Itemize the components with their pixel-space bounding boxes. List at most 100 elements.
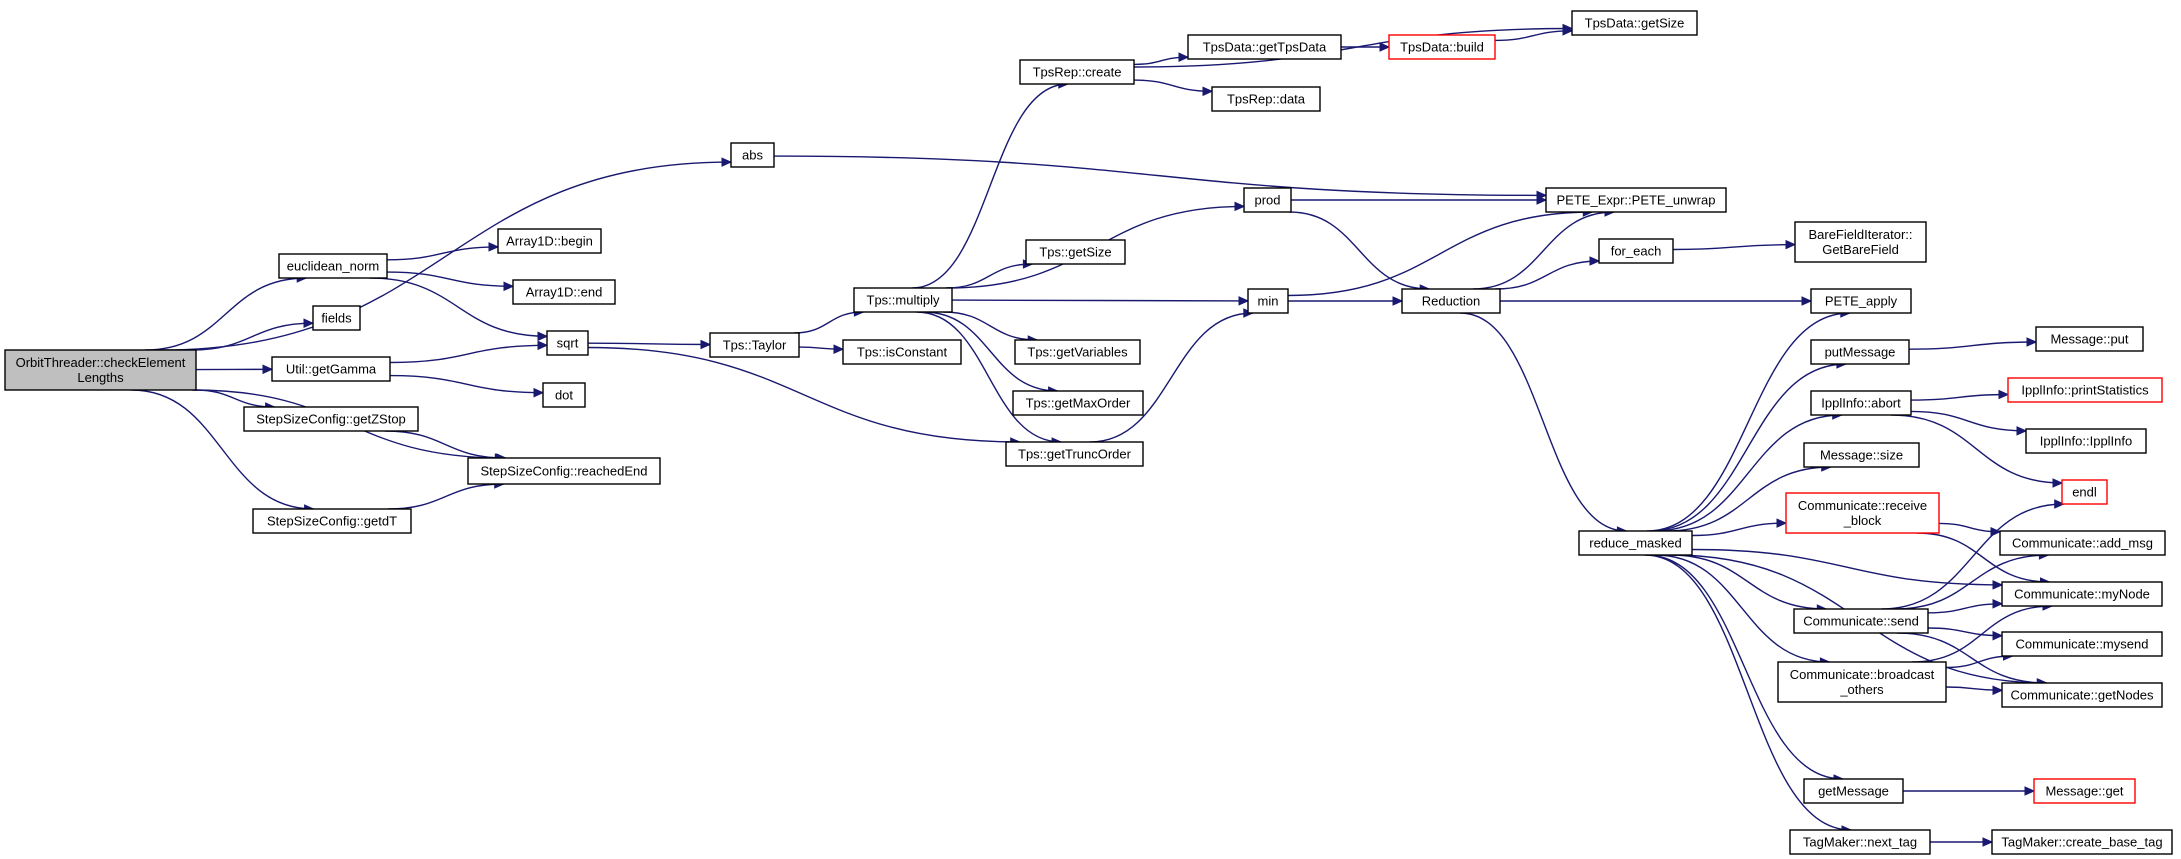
node-label-tpsGetSize: Tps::getSize — [1039, 245, 1111, 260]
node-getTpsData[interactable]: TpsData::getTpsData — [1187, 34, 1342, 60]
node-msgGet[interactable]: Message::get — [2033, 778, 2136, 804]
node-prod[interactable]: prod — [1243, 187, 1292, 213]
arrowhead-reduction-to-peteApply — [1801, 296, 1813, 306]
node-a1begin[interactable]: Array1D::begin — [497, 228, 602, 254]
node-fields[interactable]: fields — [312, 305, 361, 331]
arrowhead-ipplAbort-to-printStats — [1998, 389, 2010, 400]
node-box-repCreate — [1019, 59, 1135, 85]
node-label-forEach: for_each — [1611, 244, 1662, 259]
node-putMessage[interactable]: putMessage — [1810, 339, 1910, 365]
node-euclidean_norm[interactable]: euclidean_norm — [278, 253, 388, 279]
node-sqrt[interactable]: sqrt — [546, 330, 589, 356]
node-ipplAbort[interactable]: IpplInfo::abort — [1810, 390, 1912, 416]
node-send[interactable]: Communicate::send — [1793, 608, 1929, 634]
arrowhead-send-to-endl — [2054, 499, 2065, 509]
edge-send-to-mysend — [1927, 627, 2003, 637]
edge-multiply-to-repCreate — [912, 83, 1068, 289]
node-multiply[interactable]: Tps::multiply — [853, 287, 953, 313]
node-endl[interactable]: endl — [2061, 479, 2108, 505]
node-msgSize[interactable]: Message::size — [1803, 442, 1920, 468]
node-repData[interactable]: TpsRep::data — [1211, 86, 1321, 112]
node-recvBlock[interactable]: Communicate::receive_block — [1785, 492, 1940, 534]
arrowhead-send-to-myNode — [1992, 599, 2004, 609]
node-myNode[interactable]: Communicate::myNode — [2001, 581, 2163, 607]
edge-ipplAbort-to-endl — [1891, 414, 2063, 484]
node-box-fields — [312, 305, 361, 331]
node-label-bareField: BareFieldIterator:: — [1808, 227, 1912, 242]
node-box-prod — [1243, 187, 1292, 213]
node-box-peteApply — [1810, 288, 1912, 314]
node-min[interactable]: min — [1247, 288, 1289, 314]
node-getMessage[interactable]: getMessage — [1803, 778, 1904, 804]
node-getZStop[interactable]: StepSizeConfig::getZStop — [243, 406, 419, 432]
edge-reduceMasked-to-myNode — [1691, 548, 2003, 586]
node-tdGetSize[interactable]: TpsData::getSize — [1571, 10, 1698, 36]
node-nextTag[interactable]: TagMaker::next_tag — [1789, 829, 1931, 855]
node-peteApply[interactable]: PETE_apply — [1810, 288, 1912, 314]
edge-repCreate-to-tdGetSize — [1133, 27, 1573, 68]
edge-ipplAbort-to-printStats — [1910, 393, 2009, 401]
node-getTruncOrder[interactable]: Tps::getTruncOrder — [1005, 441, 1144, 467]
node-label-bareField: GetBareField — [1822, 242, 1899, 257]
edge-send-to-myNode — [1927, 603, 2003, 614]
node-box-reachedEnd — [467, 457, 661, 485]
node-createBaseTag[interactable]: TagMaker::create_base_tag — [1991, 829, 2173, 855]
node-box-getTruncOrder — [1005, 441, 1144, 467]
arrowhead-euclidean_norm-to-a1end — [503, 281, 515, 292]
arrowhead-sqrt-to-taylor — [700, 339, 712, 350]
edge-getGamma-to-sqrt — [389, 344, 548, 364]
node-box-root — [4, 349, 197, 391]
node-box-tpsGetSize — [1025, 239, 1126, 265]
node-bcastOthers[interactable]: Communicate::broadcast_others — [1777, 661, 1947, 703]
edge-forEach-to-bareField — [1672, 243, 1796, 251]
node-tpsGetSize[interactable]: Tps::getSize — [1025, 239, 1126, 265]
node-msgPut[interactable]: Message::put — [2035, 326, 2144, 352]
node-reduction[interactable]: Reduction — [1401, 288, 1501, 314]
node-label-putMessage: putMessage — [1825, 345, 1896, 360]
node-label-recvBlock: _block — [1843, 513, 1882, 528]
node-reachedEnd[interactable]: StepSizeConfig::reachedEnd — [467, 457, 661, 485]
node-peteUnwrap[interactable]: PETE_Expr::PETE_unwrap — [1545, 187, 1727, 213]
node-getGamma[interactable]: Util::getGamma — [271, 356, 391, 382]
node-taylor[interactable]: Tps::Taylor — [709, 332, 800, 358]
edge-getdT-to-reachedEnd — [387, 483, 504, 510]
node-a1end[interactable]: Array1D::end — [512, 279, 616, 305]
arrowhead-prod-to-peteUnwrap — [1536, 195, 1548, 205]
arrowhead-getGamma-to-sqrt — [537, 340, 549, 351]
node-repCreate[interactable]: TpsRep::create — [1019, 59, 1135, 85]
node-getMaxOrder[interactable]: Tps::getMaxOrder — [1012, 390, 1144, 416]
node-addMsg[interactable]: Communicate::add_msg — [1999, 530, 2166, 556]
node-reduceMasked[interactable]: reduce_masked — [1578, 530, 1693, 556]
node-box-ipplCtor — [2025, 428, 2147, 454]
edge-euclidean_norm-to-sqrt — [369, 277, 548, 337]
edge-root-to-getdT — [131, 389, 314, 510]
node-dot[interactable]: dot — [542, 382, 586, 408]
node-ipplCtor[interactable]: IpplInfo::IpplInfo — [2025, 428, 2147, 454]
node-isConstant[interactable]: Tps::isConstant — [842, 339, 962, 365]
node-getVariables[interactable]: Tps::getVariables — [1014, 339, 1141, 365]
node-getNodes[interactable]: Communicate::getNodes — [2001, 682, 2163, 708]
arrowhead-root-to-abs — [721, 157, 733, 167]
node-box-sqrt — [546, 330, 589, 356]
node-printStats[interactable]: IpplInfo::printStatistics — [2007, 377, 2163, 403]
node-box-msgGet — [2033, 778, 2136, 804]
node-label-multiply: Tps::multiply — [867, 293, 940, 308]
node-bareField[interactable]: BareFieldIterator::GetBareField — [1794, 221, 1927, 263]
node-getdT[interactable]: StepSizeConfig::getdT — [252, 508, 412, 534]
node-abs[interactable]: abs — [730, 142, 775, 168]
node-label-msgGet: Message::get — [2045, 784, 2123, 799]
arrowhead-forEach-to-bareField — [1785, 239, 1797, 250]
edge-reduceMasked-to-send — [1670, 554, 1827, 610]
edge-reduceMasked-to-getMessage — [1645, 554, 1844, 780]
node-box-reduceMasked — [1578, 530, 1693, 556]
edge-getTruncOrder-to-min — [1089, 312, 1253, 443]
arrowhead-getTpsData-to-build — [1379, 42, 1391, 52]
node-box-build — [1388, 34, 1496, 60]
edge-multiply-to-tpsGetSize — [946, 263, 1033, 289]
node-label-reduceMasked: reduce_masked — [1589, 536, 1682, 551]
node-build[interactable]: TpsData::build — [1388, 34, 1496, 60]
node-forEach[interactable]: for_each — [1598, 238, 1674, 264]
node-mysend[interactable]: Communicate::mysend — [2001, 631, 2163, 657]
